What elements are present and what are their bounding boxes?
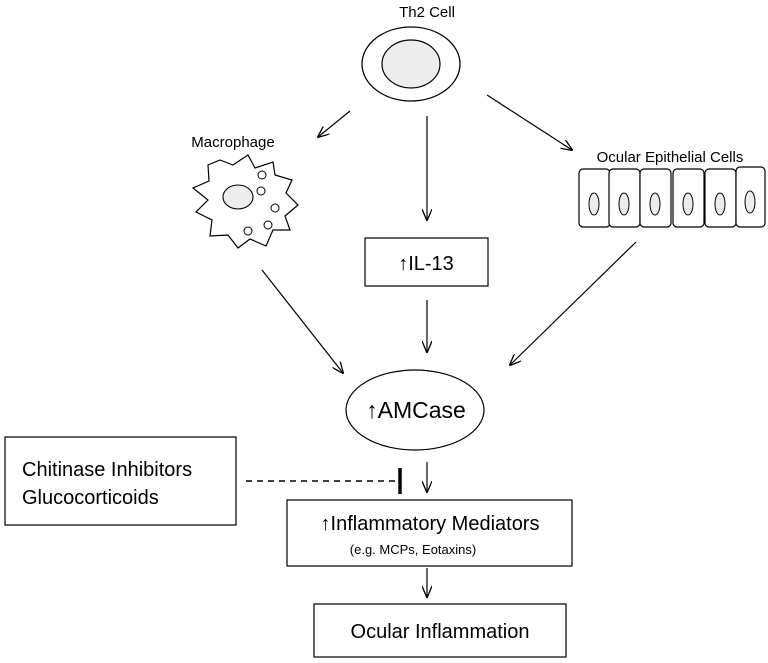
arrow-th2-to-epithelial [486,94,572,150]
inflammation-node: Ocular Inflammation [313,603,567,658]
ocular-epithelial-label: Ocular Epithelial Cells [597,149,744,166]
il13-box [364,237,489,287]
vesicle-icon [257,170,267,180]
ocular-epithelial-node: Ocular Epithelial Cells [578,149,766,228]
arrow-epithelial-to-amcase [510,241,637,365]
mediators-sublabel: (e.g. MCPs, Eotaxins) [350,542,476,557]
mediators-node: ↑Inflammatory Mediators (e.g. MCPs, Eota… [286,499,573,567]
inflammation-box [313,603,567,658]
vesicle-icon [263,220,273,230]
epithelial-cells-icon [578,166,766,228]
amcase-node: ↑AMCase [345,369,485,451]
arrow-macrophage-to-amcase [261,269,343,373]
il13-node: ↑IL-13 [364,237,489,287]
arrow-th2-to-macrophage [318,110,351,137]
macrophage-node: Macrophage [191,134,299,249]
th2-cell-label: Th2 Cell [399,4,455,21]
vesicle-icon [256,186,266,196]
macrophage-label: Macrophage [191,134,274,151]
inhibitors-node: Chitinase Inhibitors Glucocorticoids [4,436,237,526]
vesicle-icon [270,203,280,213]
amcase-ellipse [345,369,485,451]
th2-cell-node: Th2 Cell [361,4,461,102]
inhibitor-chitinase-label: Chitinase Inhibitors [22,459,192,481]
vesicle-icon [243,226,253,236]
inhibitors-box [4,436,237,526]
inhibitor-glucocorticoids-label: Glucocorticoids [22,487,159,509]
il13-label: ↑IL-13 [398,253,454,275]
amcase-label: ↑AMCase [366,397,466,423]
th2-nucleus-icon [381,39,441,89]
macrophage-nucleus-icon [222,184,254,210]
inflammation-label: Ocular Inflammation [351,621,530,643]
mediators-label: ↑Inflammatory Mediators [321,513,540,535]
mediators-box [286,499,573,567]
